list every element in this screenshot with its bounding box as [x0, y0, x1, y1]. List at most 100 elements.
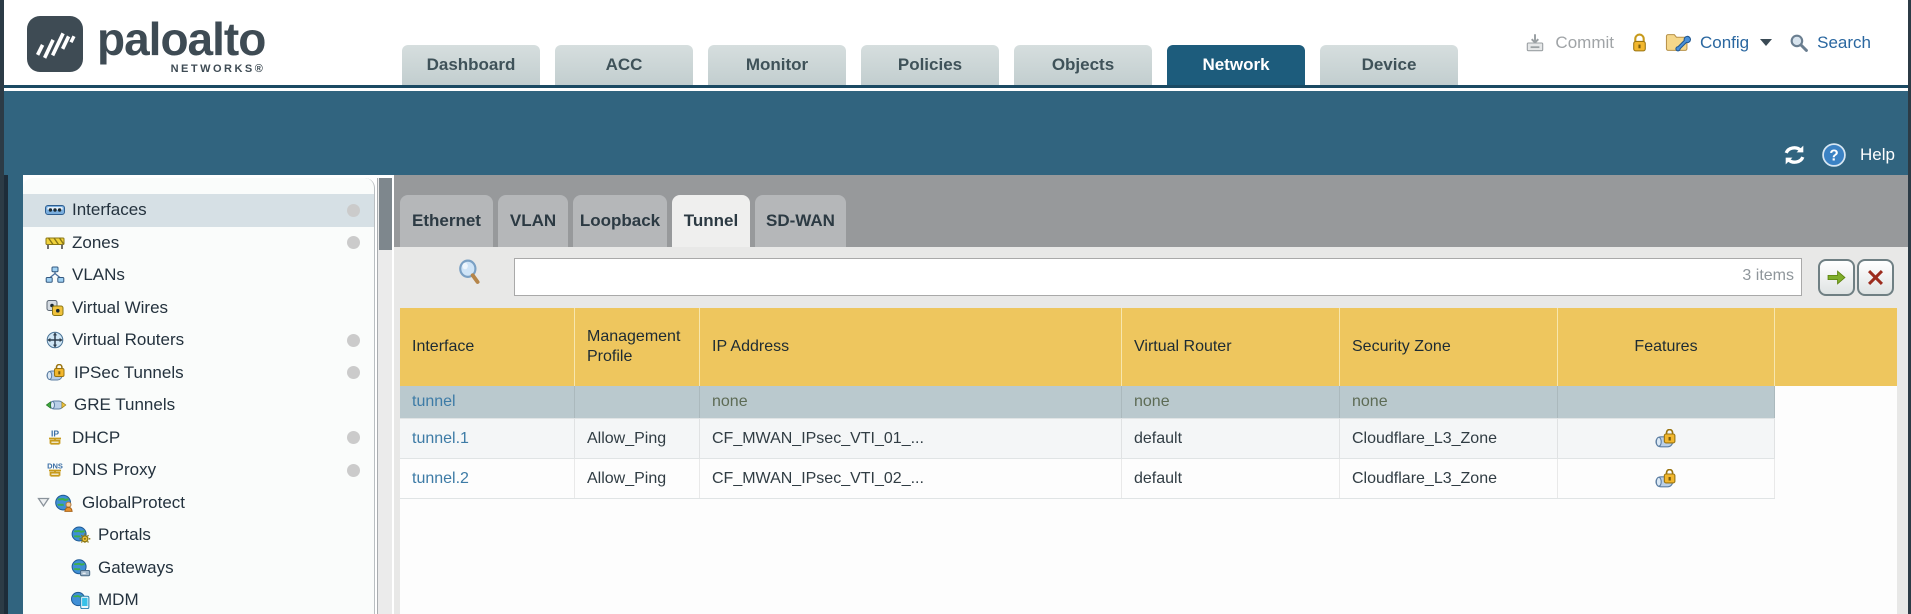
table-row-tunnel-1[interactable]: tunnel.1 Allow_Ping CF_MWAN_IPsec_VTI_01… — [400, 419, 1775, 459]
sidebar-item-label: Zones — [72, 232, 120, 252]
sidebar-item-ipsec-tunnels[interactable]: IPSec Tunnels — [23, 357, 374, 390]
apply-filter-button[interactable] — [1818, 259, 1855, 296]
window-right-edge — [1908, 0, 1911, 614]
column-header-security-zone[interactable]: Security Zone — [1340, 308, 1558, 386]
table-header-row: Interface Management Profile IP Address … — [400, 308, 1897, 386]
sidebar-item-gre-tunnels[interactable]: GRE Tunnels — [23, 389, 374, 422]
mdm-icon — [70, 591, 91, 610]
tunnel-interfaces-table: Interface Management Profile IP Address … — [400, 308, 1897, 614]
main-nav-tabs: Dashboard ACC Monitor Policies Objects N… — [402, 45, 1458, 85]
virtual-wires-icon — [45, 299, 65, 317]
sidebar-item-virtual-routers[interactable]: Virtual Routers — [23, 324, 374, 357]
config-folder-icon — [1665, 32, 1691, 53]
sidebar-item-portals[interactable]: Portals — [23, 519, 374, 552]
portals-icon — [70, 526, 91, 544]
status-dot — [347, 431, 360, 445]
table-row-tunnel[interactable]: tunnel none none none — [400, 386, 1775, 419]
network-sidebar: Interfaces Zones VLANs Virtual Wires Vir… — [23, 178, 375, 614]
commit-button[interactable]: Commit — [1555, 32, 1614, 52]
sidebar-list: Interfaces Zones VLANs Virtual Wires Vir… — [23, 194, 374, 614]
paloalto-wordmark: paloalto NETWORKS® — [97, 13, 266, 75]
sidebar-item-virtual-wires[interactable]: Virtual Wires — [23, 292, 374, 325]
tab-device[interactable]: Device — [1320, 45, 1458, 85]
ipsec-tunnels-icon — [45, 363, 67, 382]
subtab-tunnel[interactable]: Tunnel — [672, 195, 750, 247]
status-dot — [347, 236, 360, 250]
status-dot — [347, 366, 360, 380]
column-header-management-profile[interactable]: Management Profile — [575, 308, 700, 386]
paloalto-logo-icon — [27, 16, 83, 72]
cell-virtual-router: none — [1134, 393, 1170, 410]
zones-icon — [45, 234, 65, 252]
sidebar-scrollbar-thumb[interactable] — [379, 178, 392, 250]
cell-security-zone: none — [1352, 393, 1388, 410]
band-right-cluster: ? Help — [1781, 143, 1895, 167]
gateways-icon — [70, 559, 91, 577]
sidebar-item-vlans[interactable]: VLANs — [23, 259, 374, 292]
sidebar-item-label: VLANs — [72, 265, 125, 285]
sidebar-item-label: Interfaces — [72, 200, 147, 220]
tab-dashboard[interactable]: Dashboard — [402, 45, 540, 85]
search-button[interactable]: Search — [1817, 32, 1871, 52]
sidebar-item-dhcp[interactable]: IP DHCP — [23, 422, 374, 455]
cell-security-zone: Cloudflare_L3_Zone — [1340, 419, 1558, 458]
cell-security-zone: Cloudflare_L3_Zone — [1340, 459, 1558, 498]
interface-link[interactable]: tunnel.2 — [412, 469, 469, 487]
sidebar-item-interfaces[interactable]: Interfaces — [23, 194, 374, 227]
tab-monitor[interactable]: Monitor — [708, 45, 846, 85]
column-header-ip-address[interactable]: IP Address — [700, 308, 1122, 386]
clear-filter-button[interactable] — [1857, 259, 1894, 296]
help-icon[interactable]: ? — [1822, 143, 1846, 167]
sidebar-item-zones[interactable]: Zones — [23, 227, 374, 260]
dhcp-icon: IP — [45, 429, 65, 447]
subtab-sdwan[interactable]: SD-WAN — [755, 195, 846, 247]
brand-wordmark: paloalto — [97, 13, 266, 65]
sidebar-item-globalprotect[interactable]: GlobalProtect — [23, 487, 374, 520]
table-row-tunnel-2[interactable]: tunnel.2 Allow_Ping CF_MWAN_IPsec_VTI_02… — [400, 459, 1775, 499]
config-menu[interactable]: Config — [1699, 32, 1750, 52]
interface-link[interactable]: tunnel — [412, 393, 456, 410]
subtab-loopback[interactable]: Loopback — [573, 195, 667, 247]
items-count-label: 3 items — [1742, 267, 1794, 284]
virtual-routers-icon — [45, 331, 65, 349]
interface-link[interactable]: tunnel.1 — [412, 429, 469, 447]
gre-tunnels-icon — [45, 396, 67, 414]
sidebar-item-label: IPSec Tunnels — [74, 362, 184, 382]
sidebar-item-label: DNS Proxy — [72, 460, 157, 480]
cell-management-profile: Allow_Ping — [575, 419, 700, 458]
sidebar-item-mdm[interactable]: MDM — [23, 584, 374, 614]
tab-policies[interactable]: Policies — [861, 45, 999, 85]
sidebar-scrollbar[interactable] — [377, 178, 392, 614]
sidebar-item-gateways[interactable]: Gateways — [23, 552, 374, 585]
sidebar-item-label: Portals — [98, 525, 151, 545]
subtab-ethernet[interactable]: Ethernet — [400, 195, 493, 247]
tab-acc[interactable]: ACC — [555, 45, 693, 85]
cell-features — [1558, 419, 1775, 458]
column-header-virtual-router[interactable]: Virtual Router — [1122, 308, 1340, 386]
tab-objects[interactable]: Objects — [1014, 45, 1152, 85]
refresh-icon[interactable] — [1781, 143, 1808, 167]
lock-icon[interactable] — [1631, 33, 1648, 53]
subtab-band: Ethernet VLAN Loopback Tunnel SD-WAN — [394, 175, 1911, 247]
globalprotect-icon — [54, 494, 75, 512]
subtab-vlan[interactable]: VLAN — [498, 195, 568, 247]
subtabs: Ethernet VLAN Loopback Tunnel SD-WAN — [394, 195, 1911, 247]
column-header-interface[interactable]: Interface — [400, 308, 575, 386]
help-label[interactable]: Help — [1860, 145, 1895, 164]
tab-network[interactable]: Network — [1167, 45, 1305, 85]
secondary-header-band: ? Help — [0, 91, 1911, 175]
ipsec-lock-icon — [1654, 468, 1678, 489]
svg-text:?: ? — [1829, 147, 1838, 164]
column-header-features[interactable]: Features — [1558, 308, 1775, 386]
cell-ip-address: none — [712, 393, 748, 410]
sidebar-item-label: Virtual Routers — [72, 330, 185, 350]
cell-management-profile: Allow_Ping — [575, 459, 700, 498]
commit-icon — [1524, 32, 1546, 54]
expander-triangle-icon[interactable] — [37, 497, 50, 508]
top-action-cluster: Commit Config Search — [1524, 0, 1871, 85]
filter-input[interactable] — [514, 258, 1802, 296]
cell-ip-address: CF_MWAN_IPsec_VTI_02_... — [700, 459, 1122, 498]
sidebar-item-dns-proxy[interactable]: DNS DNS Proxy — [23, 454, 374, 487]
config-caret-icon[interactable] — [1760, 39, 1773, 46]
paloalto-logo: paloalto NETWORKS® — [27, 13, 266, 75]
